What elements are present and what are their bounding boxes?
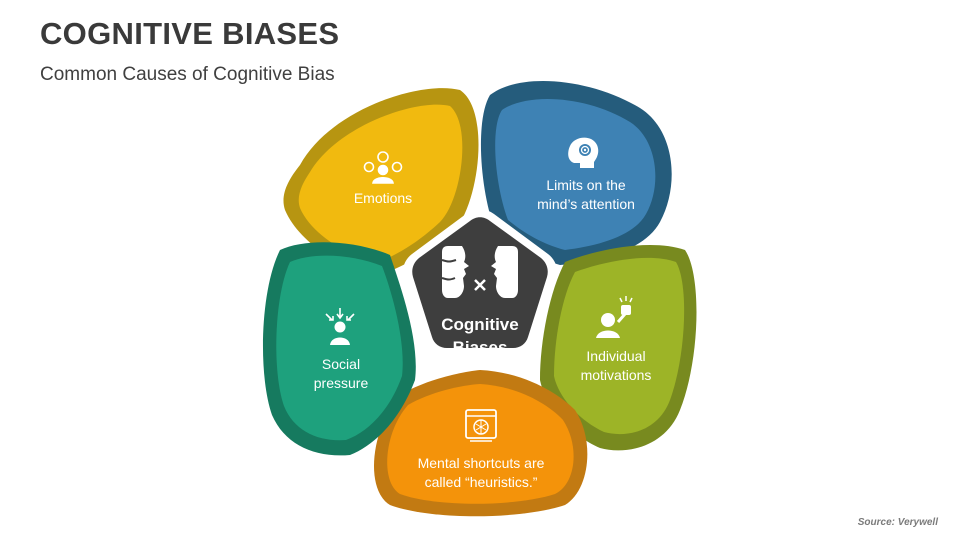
center-label-line2: Biases bbox=[453, 338, 508, 357]
center-label-line1: Cognitive bbox=[441, 315, 518, 334]
source-note: Source: Verywell bbox=[857, 517, 938, 528]
petal-label: pressure bbox=[314, 375, 369, 391]
petal-emotions: Emotions bbox=[283, 88, 479, 278]
petal-label: Social bbox=[322, 356, 360, 372]
petal-label: Individual bbox=[586, 348, 645, 364]
petal-label: Emotions bbox=[354, 190, 412, 206]
petal-motivations: Individual motivations bbox=[540, 245, 697, 451]
faces-icon bbox=[441, 246, 518, 298]
shortcut-screen-icon bbox=[465, 409, 497, 442]
petal-shortcuts: Mental shortcuts are called “heuristics.… bbox=[373, 370, 588, 517]
page-title: COGNITIVE BIASES bbox=[40, 16, 340, 51]
petal-label: motivations bbox=[581, 367, 652, 383]
person-fist-icon bbox=[596, 296, 633, 338]
petal-social: Social pressure bbox=[262, 242, 416, 456]
petal-label: Limits on the bbox=[546, 177, 626, 193]
pressured-person-icon bbox=[325, 308, 355, 345]
petal-label: called “heuristics.” bbox=[425, 474, 538, 490]
petal-label: Mental shortcuts are bbox=[418, 455, 545, 471]
center-pentagon: Cognitive Biases bbox=[402, 209, 558, 358]
head-target-icon bbox=[568, 137, 599, 168]
page-subtitle: Common Causes of Cognitive Bias bbox=[40, 64, 335, 85]
petal-attention: Limits on the mind’s attention bbox=[480, 80, 672, 265]
petal-label: mind’s attention bbox=[537, 196, 635, 212]
emotions-icon bbox=[363, 151, 403, 184]
